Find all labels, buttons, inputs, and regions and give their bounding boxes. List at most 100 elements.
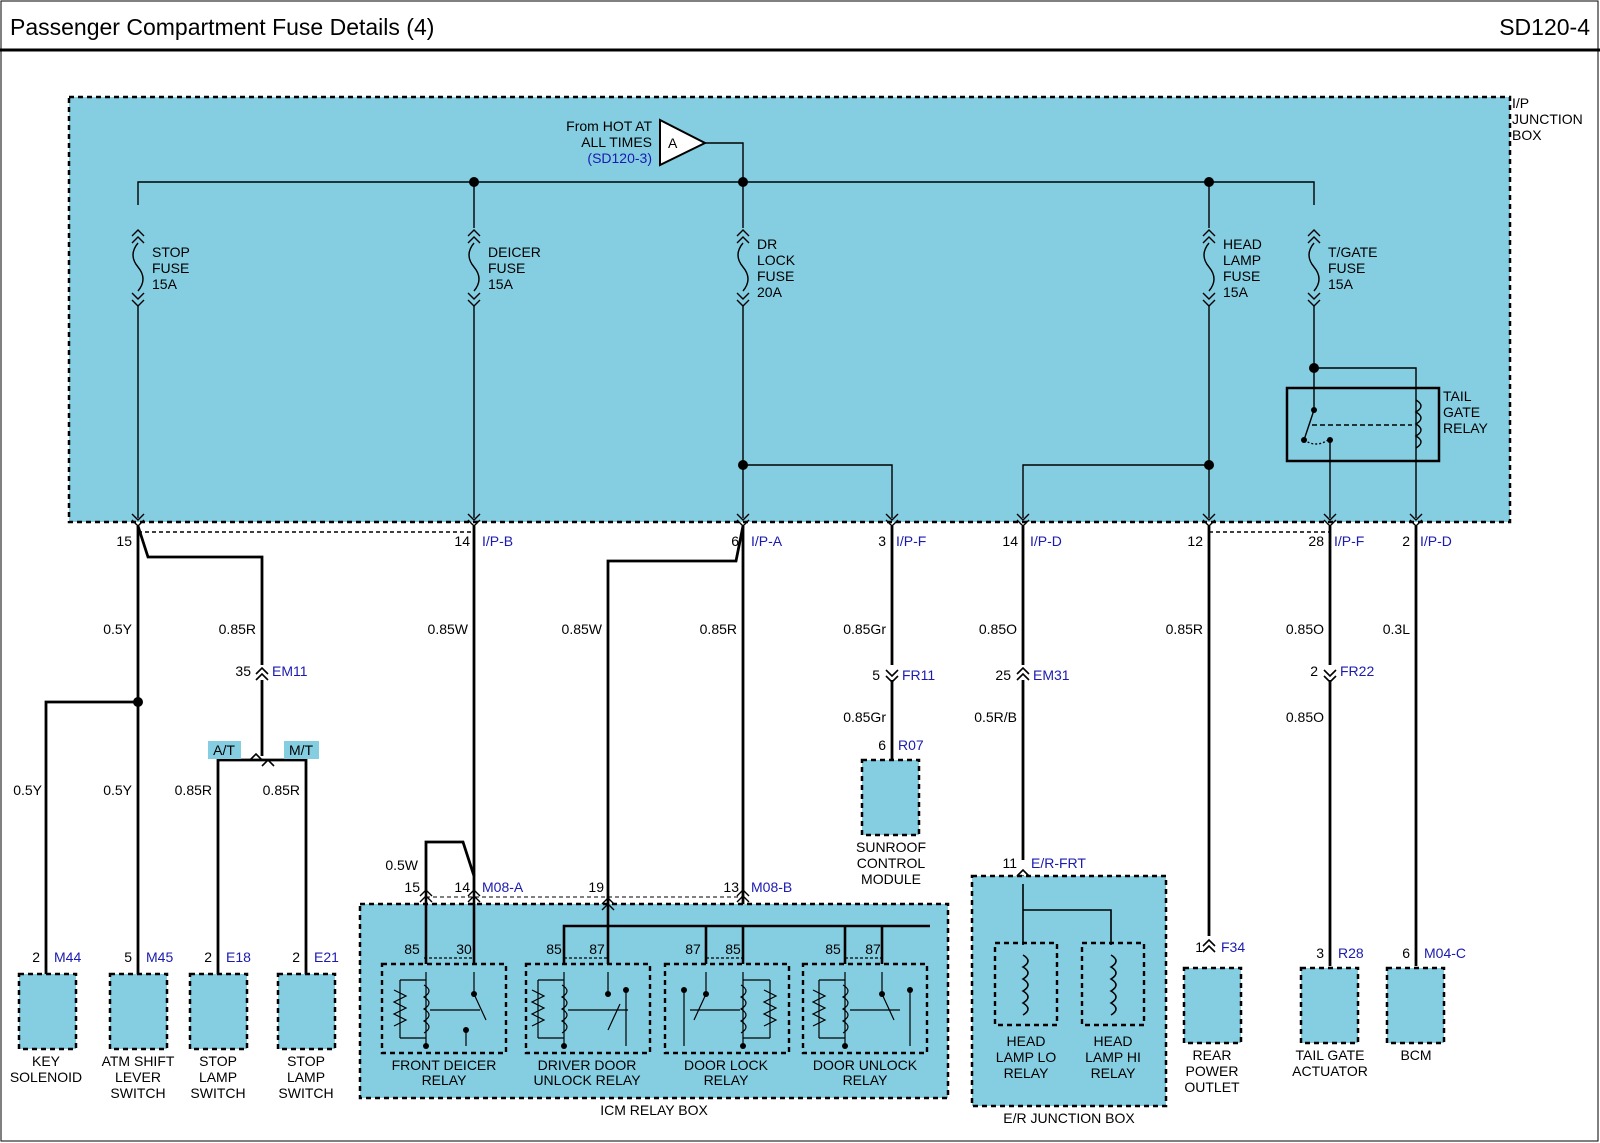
door-unlock-relay-label: RELAY: [843, 1072, 889, 1088]
rear-power-outlet-label: REAR: [1193, 1047, 1232, 1063]
stop-lamp-switch-box-1: [188, 972, 249, 1051]
wire-label: 0.5Y: [103, 621, 132, 637]
pin-11: 11: [1002, 855, 1017, 871]
tailgate-actuator-label: ACTUATOR: [1292, 1063, 1368, 1079]
pin-15: 15: [116, 533, 132, 549]
source-triangle: [659, 118, 708, 167]
headlamp-hi-relay: [1080, 941, 1146, 1027]
deicer-fuse-rating: 15A: [488, 276, 514, 292]
pin-2-fr22: 2: [1310, 663, 1318, 679]
er-box-label: E/R JUNCTION BOX: [1003, 1110, 1135, 1126]
relay-pin-85: 85: [404, 941, 420, 957]
deicer-fuse-label: FUSE: [488, 260, 525, 276]
pin-k5: 5: [124, 949, 132, 965]
relay-pin-87: 87: [685, 941, 701, 957]
relay-pin-85: 85: [725, 941, 741, 957]
atm-switch-label: ATM SHIFT: [102, 1053, 175, 1069]
stop-lamp-switch-label: SWITCH: [190, 1085, 245, 1101]
connector-e21: E21: [314, 949, 339, 965]
page-title: Passenger Compartment Fuse Details (4): [10, 14, 434, 40]
wire-label: 0.85O: [1286, 709, 1324, 725]
pin-3-ipf: 3: [878, 533, 886, 549]
headlamp-lo-label: LAMP LO: [996, 1049, 1057, 1065]
connector-r07: R07: [898, 737, 924, 753]
wire-label: 0.85O: [1286, 621, 1324, 637]
fuse-labels: STOP FUSE 15A DEICER FUSE 15A DR LOCK FU…: [152, 236, 1378, 300]
deicer-fuse-label: DEICER: [488, 244, 541, 260]
icm-box-label: ICM RELAY BOX: [600, 1102, 708, 1118]
connector-r28: R28: [1338, 945, 1364, 961]
source-from-2: ALL TIMES: [581, 134, 652, 150]
door-unlock-relay-label: DOOR UNLOCK: [813, 1057, 918, 1073]
tailgate-relay-label: GATE: [1443, 404, 1480, 420]
wire-label: 0.3L: [1383, 621, 1410, 637]
wire-label: 0.85Gr: [843, 621, 886, 637]
relay-pin-30: 30: [456, 941, 472, 957]
stop-lamp-switch-label-2: SWITCH: [278, 1085, 333, 1101]
driver-unlock-relay-label: UNLOCK RELAY: [533, 1072, 641, 1088]
source-marker: A: [668, 135, 678, 151]
wire-label: 0.5Y: [103, 782, 132, 798]
relay-pin-85: 85: [546, 941, 562, 957]
pin-m13: 13: [723, 879, 739, 895]
tailgate-relay-label: TAIL: [1443, 388, 1472, 404]
wire-label: 0.5W: [385, 857, 418, 873]
bcm-label: BCM: [1400, 1047, 1431, 1063]
key-solenoid-label: SOLENOID: [10, 1069, 82, 1085]
icm-relay-box: [358, 902, 950, 1100]
pin-s2b: 2: [292, 949, 300, 965]
stop-lamp-switch-box-2: [276, 972, 337, 1051]
pin-5-fr11: 5: [872, 667, 880, 683]
stop-lamp-switch-label: LAMP: [199, 1069, 237, 1085]
connector-ipf: I/P-F: [896, 533, 926, 549]
atm-switch-box: [108, 972, 169, 1051]
connector-m08b: M08-B: [751, 879, 792, 895]
front-deicer-relay-label: FRONT DEICER: [392, 1057, 497, 1073]
headlamp-fuse-label: LAMP: [1223, 252, 1261, 268]
stop-lamp-switch-label: STOP: [199, 1053, 237, 1069]
rear-power-outlet-label: OUTLET: [1184, 1079, 1240, 1095]
headlamp-fuse-label: HEAD: [1223, 236, 1262, 252]
pin-t3: 3: [1316, 945, 1324, 961]
pin-m19: 19: [588, 879, 604, 895]
junction-box-label-1: I/P: [1512, 95, 1529, 111]
pin-k2: 2: [32, 949, 40, 965]
headlamp-lo-label: RELAY: [1004, 1065, 1050, 1081]
junction-box-label-2: JUNCTION: [1512, 111, 1583, 127]
driver-unlock-relay-label: DRIVER DOOR: [538, 1057, 637, 1073]
stop-fuse-rating: 15A: [152, 276, 178, 292]
pin-35: 35: [235, 663, 251, 679]
key-solenoid-label: KEY: [32, 1053, 61, 1069]
connector-e18: E18: [226, 949, 251, 965]
pin-f1: 1: [1195, 939, 1203, 955]
connector-ipf-2: I/P-F: [1334, 533, 1364, 549]
sunroof-label: SUNROOF: [856, 839, 926, 855]
source-ref: (SD120-3): [587, 150, 652, 166]
relay-pin-85: 85: [825, 941, 841, 957]
sunroof-module-box: [860, 758, 921, 837]
connector-fr22: FR22: [1340, 663, 1374, 679]
drlock-fuse-label: LOCK: [757, 252, 796, 268]
sunroof-label: CONTROL: [857, 855, 926, 871]
connector-ipa: I/P-A: [751, 533, 783, 549]
pin-6-ipa: 6: [731, 533, 739, 549]
pin-b6: 6: [1402, 945, 1410, 961]
sunroof-label: MODULE: [861, 871, 921, 887]
wire-label: 0.85W: [562, 621, 603, 637]
wire-label: 0.85R: [1166, 621, 1203, 637]
wire-label: 0.85R: [700, 621, 737, 637]
pin-m14: 14: [454, 879, 470, 895]
pin-28-ipf: 28: [1308, 533, 1324, 549]
stop-lamp-switch-label-2: STOP: [287, 1053, 325, 1069]
drlock-fuse-rating: 20A: [757, 284, 783, 300]
junction-box-label-3: BOX: [1512, 127, 1542, 143]
tailgate-relay-label: RELAY: [1443, 420, 1489, 436]
connector-fr11: FR11: [902, 667, 935, 683]
connector-er-frt: E/R-FRT: [1031, 855, 1086, 871]
connector-ipd-2: I/P-D: [1420, 533, 1452, 549]
stop-fuse-label: FUSE: [152, 260, 189, 276]
tgate-fuse-rating: 15A: [1328, 276, 1354, 292]
connector-em11: EM11: [272, 663, 308, 679]
rear-power-outlet-box: [1182, 966, 1243, 1045]
